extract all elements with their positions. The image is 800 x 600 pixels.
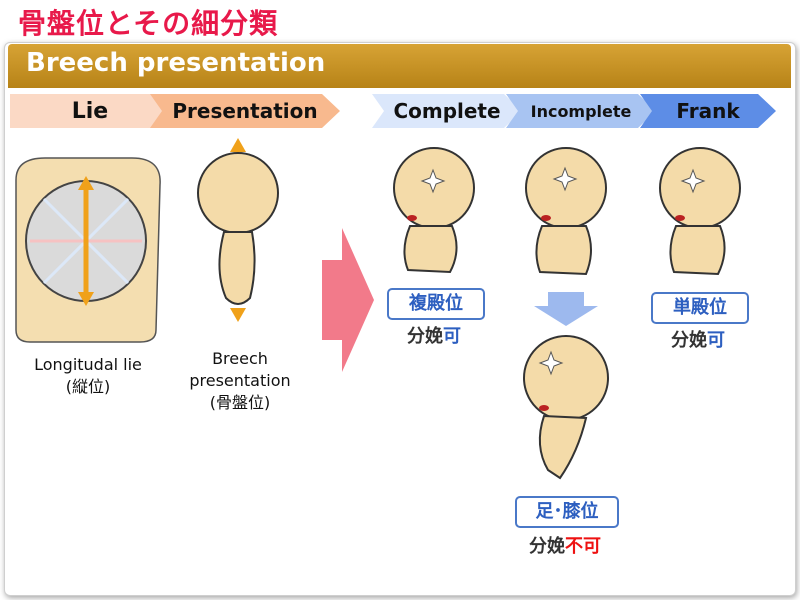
step-incomplete: Incomplete [506, 94, 656, 128]
step-complete: Complete [372, 94, 522, 128]
step-incomplete-label: Incomplete [530, 101, 632, 121]
presentation-caption-line2: presentation [189, 371, 291, 390]
step-presentation: Presentation [150, 94, 340, 128]
presentation-caption-line3: (骨盤位) [209, 393, 271, 412]
banner-title: Breech presentation [26, 48, 326, 78]
page-title: 骨盤位とその細分類 [18, 7, 279, 40]
baby-incomplete [525, 147, 607, 276]
foot-delivery-impossible: 不可 [565, 536, 601, 557]
pelvis-illustration [15, 157, 161, 343]
step-lie: Lie [10, 94, 170, 128]
lie-caption: Longitudal lie (縦位) [18, 354, 158, 398]
title-banner [8, 44, 791, 88]
breech-baby-illustration [197, 138, 279, 322]
big-right-arrow [322, 228, 374, 372]
baby-footling [523, 335, 609, 480]
frank-delivery-prefix: 分娩 [671, 330, 707, 351]
foot-knee-box: 足･膝位 [515, 496, 619, 528]
step-presentation-label: Presentation [172, 99, 318, 123]
baby-frank [659, 147, 741, 276]
lie-caption-line2: (縦位) [65, 377, 111, 396]
step-complete-label: Complete [393, 99, 501, 123]
lie-caption-line1: Longitudal lie [34, 355, 142, 374]
baby-complete [393, 147, 475, 274]
down-arrow [534, 292, 598, 326]
complete-delivery-prefix: 分娩 [407, 326, 443, 347]
frank-delivery-note: 分娩可 [648, 326, 748, 352]
frank-delivery-possible: 可 [707, 330, 725, 351]
step-frank: Frank [640, 94, 776, 128]
step-frank-label: Frank [676, 99, 740, 123]
frank-breech-box: 単殿位 [651, 292, 749, 324]
complete-delivery-possible: 可 [443, 326, 461, 347]
foot-delivery-note: 分娩不可 [508, 532, 622, 558]
presentation-caption-line1: Breech [212, 349, 268, 368]
complete-delivery-note: 分娩可 [384, 322, 484, 348]
presentation-caption: Breech presentation (骨盤位) [180, 348, 300, 414]
foot-delivery-prefix: 分娩 [529, 536, 565, 557]
complete-breech-box: 複殿位 [387, 288, 485, 320]
step-lie-label: Lie [71, 98, 109, 124]
